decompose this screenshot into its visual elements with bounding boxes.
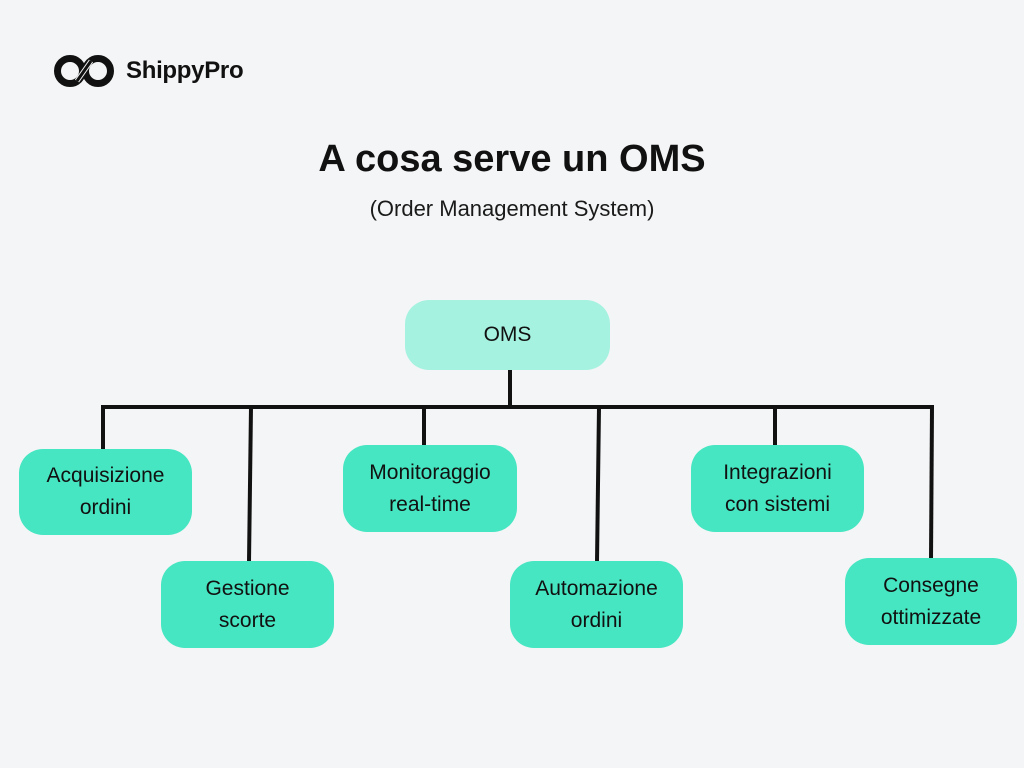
oms-root-label: OMS [483, 323, 532, 346]
node-label-line: real-time [389, 492, 471, 516]
node-label-line: scorte [218, 608, 277, 632]
page-subtitle: (Order Management System) [369, 196, 655, 221]
brand-logo: ShippyPro [52, 52, 244, 90]
page-title: A cosa serve un OMS [318, 138, 706, 180]
node-label-line: Gestione [205, 576, 290, 600]
node-label-line: Acquisizione [46, 464, 165, 487]
connector-line-2 [247, 406, 253, 563]
node-integrazioni-con-sistemi: Integrazioni con sistemi [691, 445, 864, 532]
node-consegne-ottimizzate: Consegne ottimizzate [845, 558, 1017, 645]
node-gestione-scorte: Gestione scorte [161, 561, 334, 648]
node-automazione-ordini: Automazione ordini [510, 561, 683, 648]
node-label-line: Consegne [883, 573, 979, 597]
node-label-line: ordini [570, 608, 623, 632]
node-label-line: ordini [79, 496, 132, 519]
infinity-logo-icon [54, 55, 114, 87]
node-label-line: ottimizzate [880, 605, 982, 629]
connector-line-4 [595, 406, 601, 563]
node-monitoraggio-real-time: Monitoraggio real-time [343, 445, 517, 532]
connector-line-6 [929, 406, 934, 561]
node-label-line: Monitoraggio [369, 460, 491, 484]
node-label-line: Automazione [535, 576, 658, 600]
node-label-line: Integrazioni [723, 460, 832, 484]
oms-root-node: OMS [405, 300, 610, 370]
brand-name: ShippyPro [126, 57, 244, 84]
node-label-line: con sistemi [724, 492, 830, 516]
node-acquisizione-ordini: Acquisizione ordini [19, 449, 192, 535]
